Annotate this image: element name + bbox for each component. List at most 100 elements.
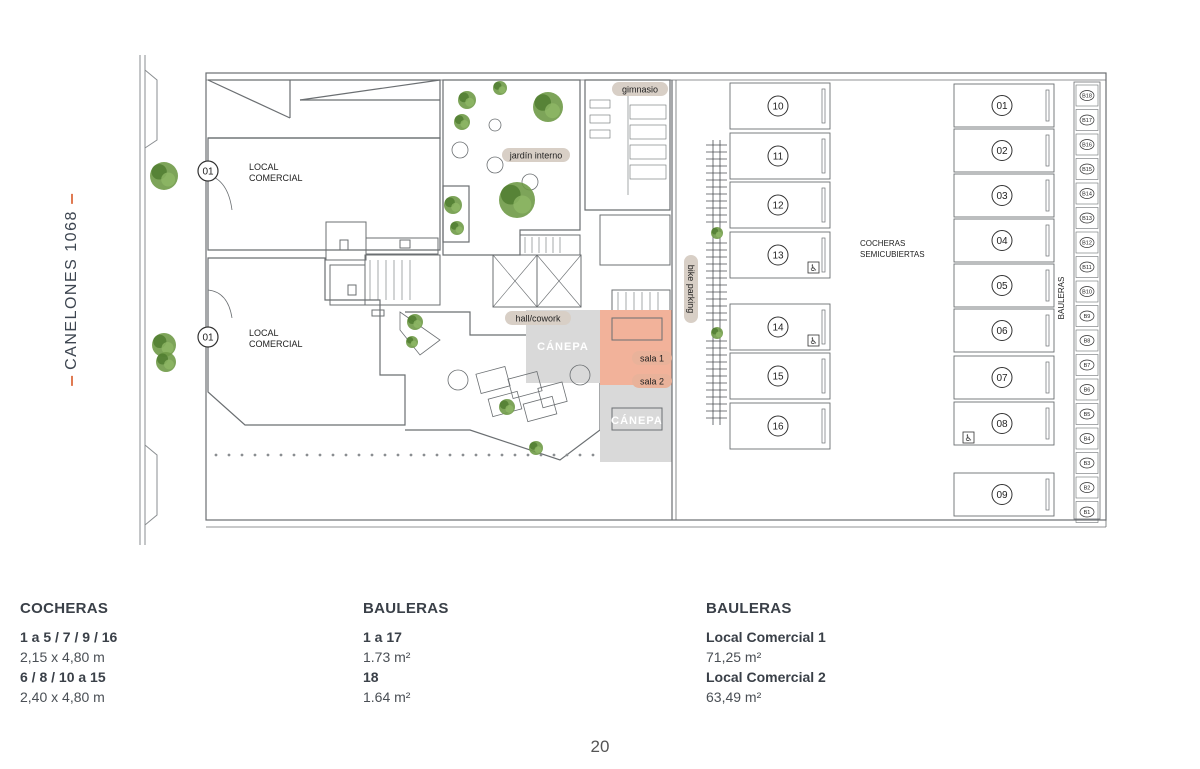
baulera-B15: B15 <box>1075 158 1099 180</box>
parking-stall-01: 01 <box>953 83 1055 128</box>
spec-value: 2,15 x 4,80 m <box>20 649 105 665</box>
baulera-B13: B13 <box>1075 207 1099 229</box>
parking-stall-16: 16 <box>729 402 831 450</box>
parking-stall-15: 15 <box>729 352 831 400</box>
parking-stall-13: 13 <box>729 231 831 279</box>
room-label-bike: bike parking <box>686 265 696 314</box>
baulera-B7: B7 <box>1075 354 1099 376</box>
stall-number: 04 <box>996 236 1008 247</box>
tree-icons <box>150 81 723 455</box>
baulera-label: B7 <box>1084 363 1091 369</box>
stall-number: 11 <box>773 152 784 163</box>
local-2-number: 01 <box>202 333 214 344</box>
local-2-name-1: LOCAL <box>249 328 279 338</box>
stall-number: 08 <box>996 419 1008 430</box>
spec-value: 2,40 x 4,80 m <box>20 689 105 705</box>
baulera-label: B17 <box>1082 118 1092 124</box>
baulera-B12: B12 <box>1075 231 1099 254</box>
spec-head: 18 <box>363 669 379 685</box>
cowork-desks <box>447 118 591 423</box>
stall-number: 02 <box>996 146 1008 157</box>
spec-value: 1.64 m² <box>363 689 411 705</box>
room-label-gimnasio: gimnasio <box>622 85 658 95</box>
baulera-label: B15 <box>1082 167 1092 173</box>
spec-value: 63,49 m² <box>706 689 762 705</box>
stall-number: 03 <box>996 191 1008 202</box>
floor-plan: 10 11 12 13 14 15 16 01 02 03 04 05 06 07 08 09 B18B17… <box>139 55 1107 545</box>
garden-tree-icon <box>406 336 418 348</box>
baulera-label: B16 <box>1082 143 1092 149</box>
garden-tree-icon <box>450 221 464 235</box>
service-core <box>325 221 441 317</box>
baulera-B14: B14 <box>1075 182 1099 205</box>
baulera-label: B12 <box>1082 241 1092 247</box>
parking-stall-03: 03 <box>953 173 1055 218</box>
parking-stall-09: 09 <box>953 472 1055 517</box>
stall-number: 15 <box>772 372 784 383</box>
baulera-B8: B8 <box>1075 329 1099 352</box>
baulera-B2: B2 <box>1075 476 1099 499</box>
baulera-label: B2 <box>1084 486 1091 492</box>
room-label-sala2: sala 2 <box>640 377 664 387</box>
stall-number: 12 <box>772 201 784 212</box>
baulera-label: B8 <box>1084 339 1091 345</box>
room-label-hall: hall/cowork <box>515 314 561 324</box>
stall-number: 10 <box>772 102 784 113</box>
local-comercial-1 <box>207 79 441 251</box>
parking-stall-11: 11 <box>729 132 831 180</box>
stall-number: 06 <box>996 326 1008 337</box>
local-1-name-1: LOCAL <box>249 162 279 172</box>
spec-title: BAULERAS <box>706 600 792 617</box>
meeting-rooms <box>526 80 677 520</box>
garden-tree-icon <box>529 441 543 455</box>
specs-bauleras: BAULERAS 1 a 17 1.73 m² 18 1.64 m² <box>363 600 449 707</box>
stall-number: 07 <box>996 373 1008 384</box>
spec-head: 6 / 8 / 10 a 15 <box>20 669 106 685</box>
baulera-label: B13 <box>1082 216 1092 222</box>
spec-head: 1 a 17 <box>363 629 402 645</box>
parking-stalls-left: 10 11 12 13 14 15 16 <box>729 82 831 450</box>
baulera-B18: B18 <box>1075 84 1099 107</box>
parking-stall-08: 08 <box>953 401 1055 446</box>
page-number: 20 <box>590 737 610 756</box>
baulera-B4: B4 <box>1075 427 1099 450</box>
dotted-line <box>214 453 595 457</box>
baulera-label: B9 <box>1084 314 1091 320</box>
watermark-1: CÁNEPA <box>537 340 589 353</box>
stall-number: 13 <box>772 251 784 262</box>
garden-tree-icon <box>407 314 423 330</box>
stall-number: 05 <box>996 281 1008 292</box>
local-labels: 01 LOCAL COMERCIAL 01 LOCAL COMERCIAL <box>197 160 303 349</box>
spec-head: 1 a 5 / 7 / 9 / 16 <box>20 629 118 645</box>
planter-icon <box>711 327 723 339</box>
baulera-B17: B17 <box>1075 109 1099 131</box>
stall-number: 09 <box>996 490 1008 501</box>
parking-stall-12: 12 <box>729 181 831 229</box>
stall-number: 16 <box>772 422 784 433</box>
baulera-B11: B11 <box>1075 256 1099 278</box>
bauleras-vertical-label: BAULERAS <box>1057 277 1066 320</box>
specs-cocheras: COCHERAS 1 a 5 / 7 / 9 / 16 2,15 x 4,80 … <box>20 600 117 707</box>
garden-tree-icon <box>458 91 476 109</box>
parking-stall-14: 14 <box>729 303 831 351</box>
specs-locales: BAULERAS Local Comercial 1 71,25 m² Loca… <box>706 600 826 707</box>
baulera-label: B5 <box>1084 412 1091 418</box>
watermark-2: CÁNEPA <box>611 414 663 427</box>
bike-parking-racks <box>706 140 727 425</box>
cocheras-label-1: COCHERAS <box>860 239 905 248</box>
room-label-jardin: jardín interno <box>509 151 563 161</box>
parking-stall-02: 02 <box>953 128 1055 173</box>
room-label-sala1: sala 1 <box>640 354 664 364</box>
garden-tree-icon <box>454 114 470 130</box>
spec-head: Local Comercial 2 <box>706 669 826 685</box>
local-comercial-2 <box>207 257 406 426</box>
garden-tree-icon <box>493 81 507 95</box>
local-1-number: 01 <box>202 167 214 178</box>
garden-tree-icon <box>499 399 515 415</box>
baulera-B10: B10 <box>1075 280 1099 303</box>
svg-text:♿: ♿ <box>809 336 817 346</box>
parking-stalls-right: 01 02 03 04 05 06 07 08 09 <box>953 83 1055 517</box>
spec-title: BAULERAS <box>363 600 449 617</box>
street-name: CANELONES 1068 <box>63 188 81 392</box>
baulera-label: B11 <box>1082 265 1091 271</box>
